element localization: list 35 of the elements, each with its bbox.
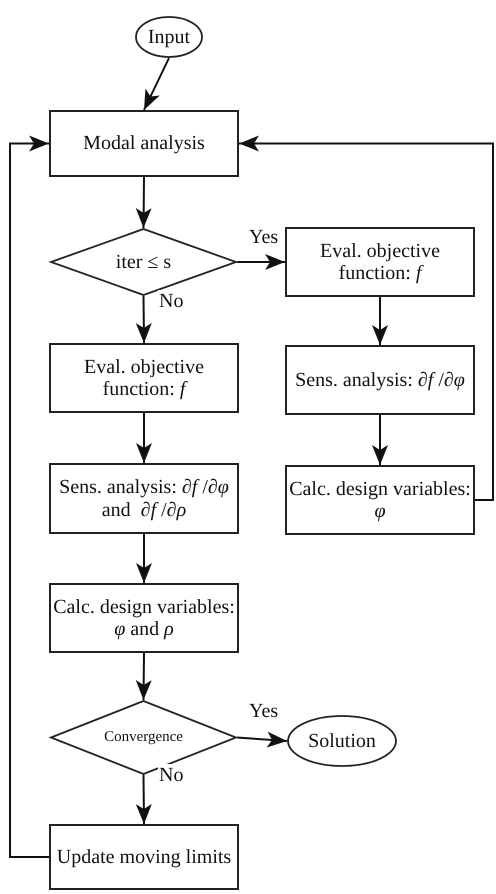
arrow [237,254,285,270]
node-label: Calc. design variables: φ and ρ [52,596,236,640]
arrow [136,413,152,463]
node-label: Modal analysis [83,132,205,155]
arrow [143,58,170,110]
arrow [9,136,49,858]
node-label: Convergence [104,729,183,746]
node-label: Update moving limits [56,846,232,868]
process-box [49,343,239,413]
process-box [285,345,475,415]
arrow [372,415,388,465]
arrow [372,297,388,345]
arrow [136,534,152,583]
node-label: Eval. objective function: f [319,240,441,284]
arrow [136,296,152,344]
node-label: Sens. analysis: ∂f /∂φ [295,368,465,392]
arrow [136,652,152,700]
arrow [136,774,152,824]
node-label: Eval. objective function: f [83,356,205,400]
process-box [49,824,239,890]
process-box [49,110,239,177]
arrow [136,176,152,228]
process-box [285,227,475,297]
node-label: Calc. design variables: φ [288,478,472,522]
terminal-ellipse [135,16,203,58]
node-label: Input [148,26,190,48]
terminal-ellipse [287,715,397,767]
node-label: Solution [308,730,376,752]
process-box [285,465,475,535]
process-box [49,463,239,534]
process-box [49,583,239,653]
arrow [236,732,288,748]
node-label: Sens. analysis: ∂f /∂φ and ∂f /∂ρ [58,476,230,521]
arrow [239,136,494,501]
node-label: iter ≤ s [116,250,172,274]
